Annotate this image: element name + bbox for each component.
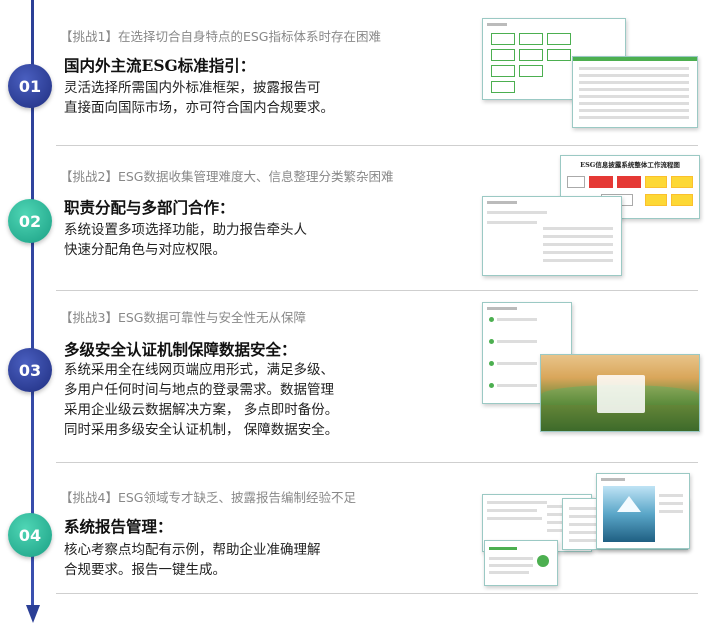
challenge-1-label: 【挑战1】在选择切合自身特点的ESG指标体系时存在困难	[60, 29, 381, 44]
challenge-3-label: 【挑战3】ESG数据可靠性与安全性无从保障	[60, 310, 306, 325]
section-2-description: 系统设置多项选择功能，助力报告牵头人 快速分配角色与对应权限。	[64, 220, 307, 260]
screenshot-login-landscape	[540, 354, 700, 432]
section-1-heading: 国内外主流ESG标准指引：	[64, 56, 256, 75]
section-3-heading: 多级安全认证机制保障数据安全：	[64, 340, 297, 359]
challenge-4-label: 【挑战4】ESG领域专才缺乏、披露报告编制经验不足	[60, 490, 356, 505]
section-1-line-2: 直接面向国际市场，亦可符合国内合规要求。	[64, 100, 334, 116]
section-3-line-4: 同时采用多级安全认证机制， 保障数据安全。	[64, 422, 339, 438]
section-4-description: 核心考察点均配有示例，帮助企业准确理解 合规要求。报告一键生成。	[64, 540, 321, 580]
section-2-line-1: 系统设置多项选择功能，助力报告牵头人	[64, 222, 307, 238]
screenshot-report-example	[484, 540, 558, 586]
divider-4	[56, 593, 698, 594]
step-badge-02: 02	[8, 199, 52, 243]
timeline-arrow-tip	[26, 605, 40, 623]
section-3-description: 系统采用全在线网页端应用形式，满足多级、 多用户任何时间与地点的登录需求。数据管…	[64, 360, 338, 440]
section-3-line-3: 采用企业级云数据解决方案， 多点即时备份。	[64, 402, 339, 418]
section-4-heading: 系统报告管理：	[64, 517, 173, 536]
workflow-chart-title: ESG信息披露系统整体工作流程图	[580, 161, 680, 169]
challenge-2-label: 【挑战2】ESG数据收集管理难度大、信息整理分类繁杂困难	[60, 169, 394, 184]
section-3-line-1: 系统采用全在线网页端应用形式，满足多级、	[64, 362, 334, 378]
section-3-line-2: 多用户任何时间与地点的登录需求。数据管理	[64, 382, 334, 398]
step-badge-01: 01	[8, 64, 52, 108]
section-2-heading: 职责分配与多部门合作：	[64, 198, 235, 217]
divider-3	[56, 462, 698, 463]
section-1-line-1: 灵活选择所需国内外标准框架，披露报告可	[64, 80, 321, 96]
generate-report-icon	[537, 555, 549, 567]
divider-1	[56, 145, 698, 146]
screenshot-standards-table	[572, 56, 698, 128]
login-panel	[597, 375, 645, 413]
timeline-line	[31, 0, 34, 610]
iceberg-image	[603, 486, 655, 542]
step-badge-04: 04	[8, 513, 52, 557]
section-4-line-2: 合规要求。报告一键生成。	[64, 562, 226, 578]
screenshot-report-cover	[596, 473, 690, 549]
step-badge-03: 03	[8, 348, 52, 392]
screenshot-role-assignment	[482, 196, 622, 276]
section-4-line-1: 核心考察点均配有示例，帮助企业准确理解	[64, 542, 321, 558]
divider-2	[56, 290, 698, 291]
section-1-description: 灵活选择所需国内外标准框架，披露报告可 直接面向国际市场，亦可符合国内合规要求。	[64, 78, 334, 118]
section-2-line-2: 快速分配角色与对应权限。	[64, 242, 226, 258]
